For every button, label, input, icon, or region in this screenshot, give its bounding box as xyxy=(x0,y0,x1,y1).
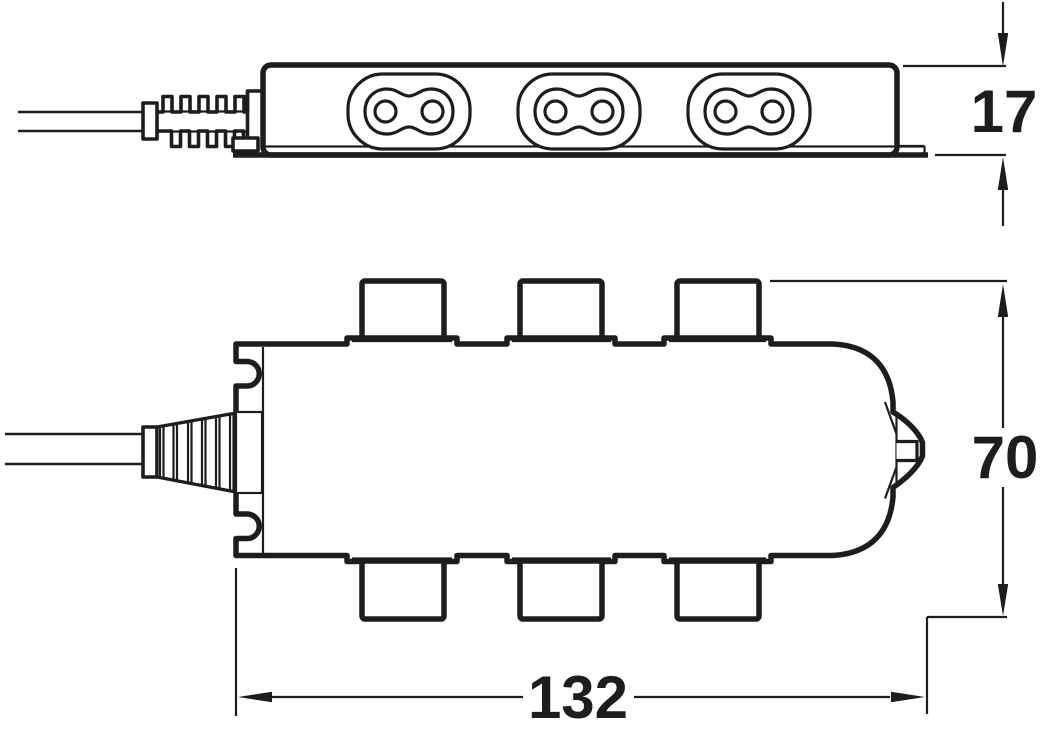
socket-pin-hole xyxy=(713,99,738,124)
socket-3 xyxy=(686,72,812,151)
socket-1 xyxy=(346,72,472,151)
tab xyxy=(517,278,605,341)
socket-2 xyxy=(516,72,642,151)
housing-foot xyxy=(231,136,260,153)
strain-relief xyxy=(141,89,262,149)
tab xyxy=(517,558,605,622)
tab xyxy=(359,558,447,622)
side-view xyxy=(18,62,928,158)
dimension-label-17: 17 xyxy=(971,78,1038,145)
arrowhead-left-icon xyxy=(238,691,272,703)
socket-pin-hole xyxy=(543,99,568,124)
latch-clip xyxy=(883,401,919,499)
dimension-label-70: 70 xyxy=(972,424,1039,491)
arrowhead-down-icon xyxy=(997,584,1009,616)
top-view xyxy=(5,278,926,622)
socket-pin-hole xyxy=(590,99,615,124)
tab xyxy=(674,278,762,341)
dimension-label-132: 132 xyxy=(528,664,628,730)
socket-pin-hole xyxy=(760,99,785,124)
tab xyxy=(674,558,762,622)
cable xyxy=(18,110,143,133)
dimension-height: 17 xyxy=(903,2,1037,226)
cable-top-view xyxy=(5,432,143,466)
dimension-depth: 70 xyxy=(770,279,1039,714)
arrowhead-down-icon xyxy=(997,33,1009,67)
arrowhead-right-icon xyxy=(891,691,925,703)
dimension-length: 132 xyxy=(234,568,925,730)
strain-relief-top-view xyxy=(141,410,264,495)
tab xyxy=(359,278,447,341)
arrowhead-up-icon xyxy=(997,157,1009,190)
housing-top-outline xyxy=(233,335,926,565)
mounting-tabs-bottom xyxy=(359,558,762,622)
socket-pin-hole xyxy=(420,99,445,124)
mounting-tabs-top xyxy=(359,278,762,341)
arrowhead-up-icon xyxy=(997,284,1009,317)
socket-pin-hole xyxy=(373,99,398,124)
